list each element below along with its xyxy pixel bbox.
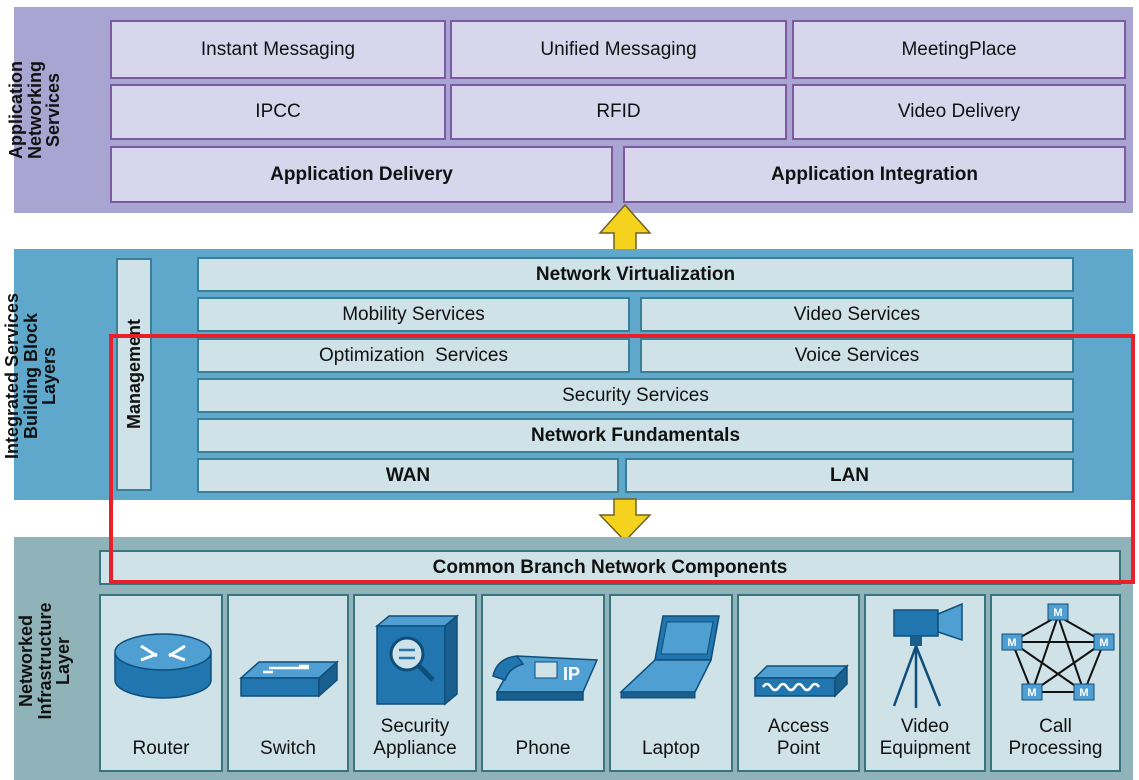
instant-messaging-box: Instant Messaging <box>110 20 446 79</box>
device-label-router: Router <box>132 738 190 760</box>
mobility-services-box: Mobility Services <box>197 297 630 332</box>
video-camera-icon <box>892 602 963 708</box>
network-virtualization-box: Network Virtualization <box>197 257 1074 292</box>
device-access-point: Access Point <box>737 594 860 772</box>
switch-icon <box>239 660 339 698</box>
ip-phone-icon: IP <box>492 655 599 701</box>
services-layer-label: Integrated Services Building Block Layer… <box>1 292 60 460</box>
device-label-switch: Switch <box>260 738 316 760</box>
device-security-appliance: Security Appliance <box>353 594 477 772</box>
wan-box: WAN <box>197 458 619 493</box>
infrastructure-layer-label: Networked Infrastructure Layer <box>15 602 74 720</box>
up-arrow-icon <box>598 203 652 252</box>
security-appliance-icon <box>374 614 460 706</box>
device-call-processing: M M M M M Call Processing <box>990 594 1121 772</box>
management-box <box>116 258 152 491</box>
video-delivery-box: Video Delivery <box>792 84 1126 140</box>
device-label-security-appliance: Security Appliance <box>373 716 457 760</box>
call-node-label: M <box>1007 637 1016 649</box>
device-label-access-point: Access Point <box>767 716 830 760</box>
call-node-label: M <box>1027 687 1036 699</box>
router-icon <box>114 633 212 699</box>
call-node-label: M <box>1099 637 1108 649</box>
optimization-services-box: Optimization Services <box>197 338 630 373</box>
meetingplace-box: MeetingPlace <box>792 20 1126 79</box>
security-services-box: Security Services <box>197 378 1074 413</box>
laptop-icon <box>619 615 720 699</box>
common-branch-components-box: Common Branch Network Components <box>99 550 1121 585</box>
unified-messaging-box: Unified Messaging <box>450 20 787 79</box>
call-processing-icon: M M M M M <box>1001 603 1115 701</box>
network-fundamentals-box: Network Fundamentals <box>197 418 1074 453</box>
ipcc-box: IPCC <box>110 84 446 140</box>
device-router: Router <box>99 594 223 772</box>
device-switch: Switch <box>227 594 349 772</box>
device-label-phone: Phone <box>515 738 571 760</box>
phone-ip-text: IP <box>563 664 580 684</box>
lan-box: LAN <box>625 458 1074 493</box>
device-video-equipment: Video Equipment <box>864 594 986 772</box>
application-layer-label: Application Networking Services <box>5 61 64 160</box>
management-label: Management <box>123 318 144 430</box>
device-phone: IP Phone <box>481 594 605 772</box>
application-integration-box: Application Integration <box>623 146 1126 203</box>
video-services-box: Video Services <box>640 297 1074 332</box>
device-label-video-equipment: Video Equipment <box>879 716 971 760</box>
call-node-label: M <box>1079 687 1088 699</box>
access-point-icon <box>753 664 849 698</box>
voice-services-box: Voice Services <box>640 338 1074 373</box>
device-label-call-processing: Call Processing <box>1008 716 1103 760</box>
application-delivery-box: Application Delivery <box>110 146 613 203</box>
device-laptop: Laptop <box>609 594 733 772</box>
down-arrow-icon <box>598 498 652 543</box>
rfid-box: RFID <box>450 84 787 140</box>
call-node-label: M <box>1053 607 1062 619</box>
device-label-laptop: Laptop <box>641 738 701 760</box>
